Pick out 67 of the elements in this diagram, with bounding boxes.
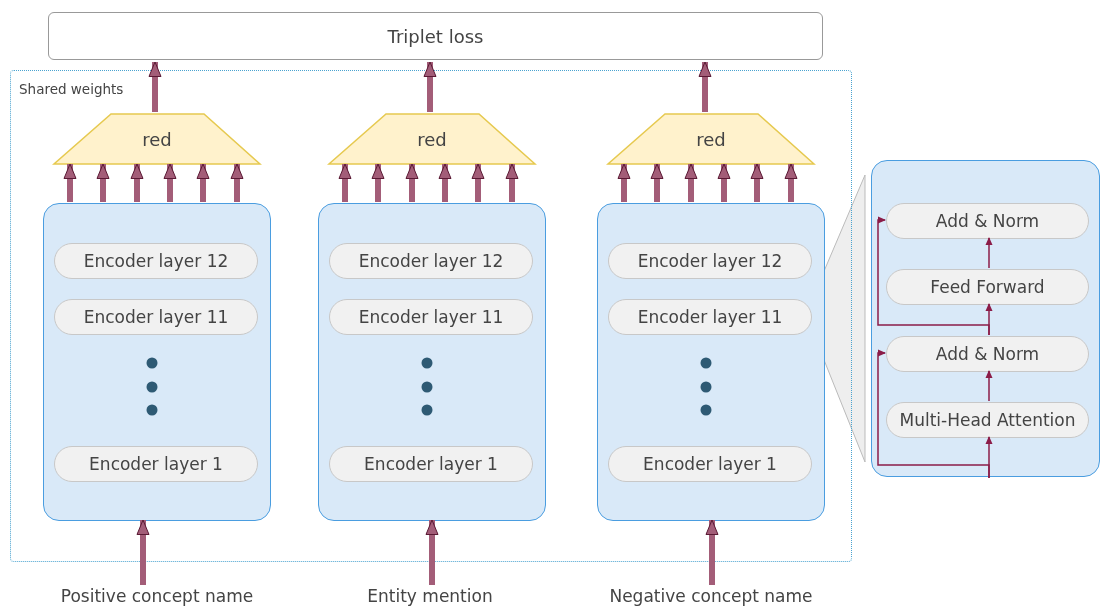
input-label: Entity mention <box>367 586 493 606</box>
layer-label: Encoder layer 1 <box>643 454 777 474</box>
arrow <box>438 163 452 202</box>
pooling-label: red <box>696 128 726 150</box>
arrow <box>96 163 110 202</box>
layer-box <box>608 446 812 482</box>
layer-label: Encoder layer 11 <box>83 307 229 327</box>
arrow <box>136 519 150 585</box>
layer-label: Encoder layer 11 <box>637 307 783 327</box>
layer-label: Add & Norm <box>935 211 1040 231</box>
loss-box <box>48 12 823 60</box>
arrow <box>148 61 162 112</box>
arrow <box>877 349 990 479</box>
layer-label: Multi-Head Attention <box>899 410 1076 430</box>
pooling-label: red <box>142 128 172 150</box>
layer-label: Encoder layer 1 <box>89 454 223 474</box>
arrow <box>196 163 210 202</box>
layer-box <box>329 243 533 279</box>
layer-label: Add & Norm <box>935 344 1040 364</box>
arrow <box>405 163 419 202</box>
layer-box <box>329 299 533 335</box>
arrow <box>505 163 519 202</box>
encoder-block <box>597 203 825 521</box>
layer-box <box>608 243 812 279</box>
layer-box <box>886 203 1089 239</box>
arrow <box>471 163 485 202</box>
arrow <box>130 163 144 202</box>
arrow <box>371 163 385 202</box>
encoder-block <box>318 203 546 521</box>
layer-box <box>54 446 258 482</box>
arrow <box>684 163 698 202</box>
arrow <box>163 163 177 202</box>
group-label: Shared weights <box>19 81 124 97</box>
layer-box <box>886 269 1089 305</box>
layer-box <box>886 402 1089 438</box>
arrow <box>650 163 664 202</box>
pooling-label: red <box>417 128 447 150</box>
arrow <box>750 163 764 202</box>
input-label: Negative concept name <box>609 586 813 606</box>
arrow <box>338 163 352 202</box>
arrow <box>717 163 731 202</box>
loss-label: Triplet loss <box>387 25 484 47</box>
arrow <box>63 163 77 202</box>
layer-label: Encoder layer 12 <box>637 251 783 271</box>
layer-box <box>329 446 533 482</box>
arrow <box>698 61 712 112</box>
layer-label: Feed Forward <box>930 277 1045 297</box>
layer-label: Encoder layer 12 <box>358 251 504 271</box>
arrow <box>985 237 993 269</box>
arrow <box>425 519 439 585</box>
arrow <box>423 61 437 112</box>
arrow <box>784 163 798 202</box>
arrow <box>985 370 993 402</box>
arrow <box>617 163 631 202</box>
layer-box <box>54 299 258 335</box>
arrow <box>877 216 990 336</box>
arrow <box>230 163 244 202</box>
layer-box <box>608 299 812 335</box>
input-label: Positive concept name <box>60 586 254 606</box>
layer-label: Encoder layer 11 <box>358 307 504 327</box>
layer-box <box>886 336 1089 372</box>
arrow <box>705 519 719 585</box>
layer-label: Encoder layer 12 <box>83 251 229 271</box>
layer-label: Encoder layer 1 <box>364 454 498 474</box>
layer-box <box>54 243 258 279</box>
encoder-block <box>871 160 1100 477</box>
encoder-block <box>43 203 271 521</box>
